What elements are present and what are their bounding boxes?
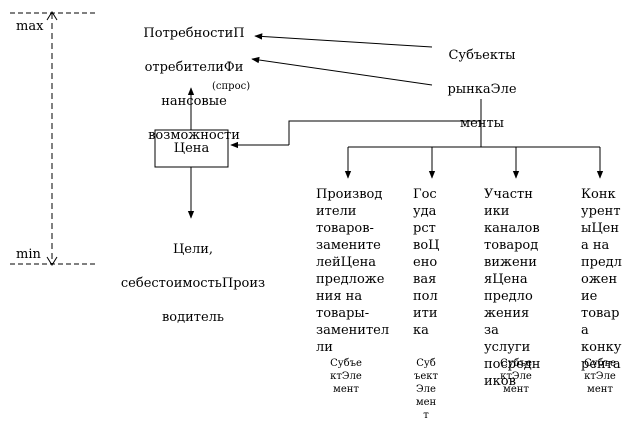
range-axis — [10, 11, 95, 266]
column-2-element: Суб ъект Эле мен т — [413, 358, 439, 421]
subjects-line-1: Субъекты — [448, 48, 516, 63]
column-1-text: Производ ители товаров- замените лейЦена… — [316, 187, 390, 355]
axis-max-label: max — [16, 19, 44, 34]
needs-line-2: отребителиФи — [144, 60, 244, 75]
goals-line-2: себестоимостьПроиз — [120, 276, 266, 291]
needs-line-1: ПотребностиП — [143, 26, 245, 41]
needs-line-3: нансовые — [161, 94, 227, 109]
axis-min-label: min — [16, 247, 41, 262]
price-box — [154, 129, 229, 168]
goals-line-3: водитель — [161, 310, 225, 325]
goals-line-1: Цели, — [172, 242, 214, 257]
subjects-block: Субъекты рынкаЭле менты — [440, 30, 524, 149]
column-2-text: Гос уда рст воЦ ено вая пол ити ка — [413, 187, 440, 338]
column-1-element: Субъе ктЭле мент — [330, 358, 362, 395]
column-3-text: Участн ики каналов товарод вижени яЦена … — [484, 187, 541, 389]
column-3-element: Субъе ктЭле мент — [500, 358, 532, 395]
subjects-connector — [230, 99, 600, 149]
arrow-subjects-to-finance — [251, 56, 433, 86]
subjects-line-3: менты — [459, 116, 504, 131]
demand-note: (спрос) — [212, 81, 251, 92]
column-4-text: Конк урент ыЦен а на предл ожен ие товар… — [581, 187, 622, 372]
column-4-element: Субъе ктЭле мент — [584, 358, 616, 395]
price-label: Цена — [173, 141, 210, 156]
subjects-line-2: рынкаЭле — [447, 82, 517, 97]
arrow-subjects-to-needs — [254, 33, 433, 48]
goals-block: Цели, себестоимостьПроиз водитель — [118, 224, 268, 343]
needs-block: ПотребностиП отребителиФи нансовые возмо… — [138, 8, 250, 161]
needs-line-4: возможности — [148, 128, 240, 143]
